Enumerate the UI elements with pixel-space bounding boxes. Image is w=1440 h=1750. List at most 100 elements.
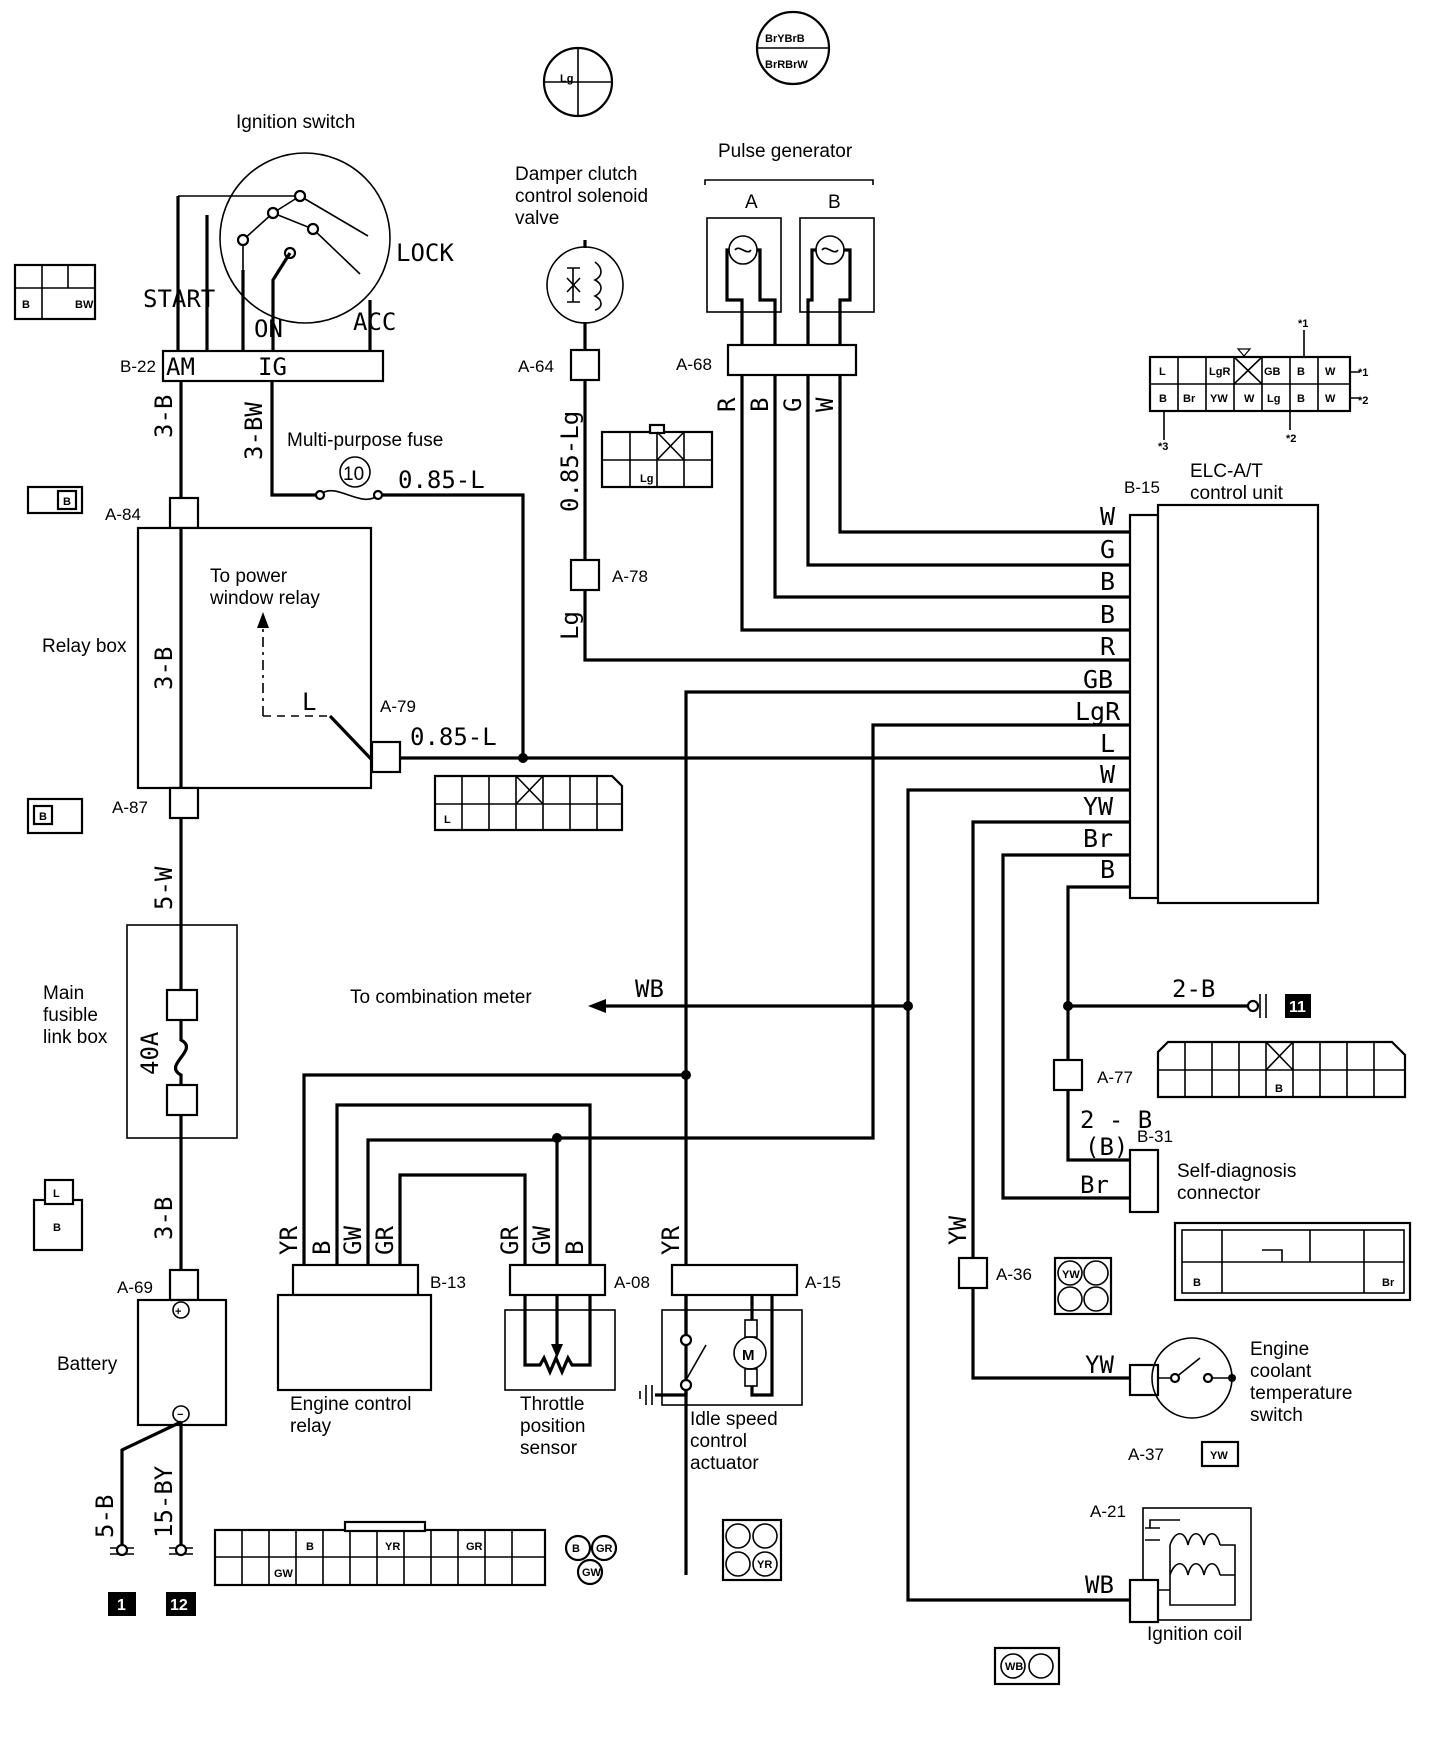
- tps-label-1: Throttle: [520, 1394, 584, 1415]
- svg-text:W: W: [1325, 393, 1336, 405]
- wire-gr-ecr: [398, 1173, 527, 1265]
- pulse-generator-b: [799, 217, 875, 345]
- connector-a77-label: A-77: [1097, 1068, 1133, 1087]
- pulse-wire-r-label: R: [713, 397, 741, 412]
- power-window-label-1: To power: [210, 566, 288, 587]
- damper-clutch-label-1: Damper clutch: [515, 164, 638, 185]
- svg-text:GR: GR: [466, 1541, 483, 1553]
- svg-text:BrYBrB: BrYBrB: [765, 33, 805, 45]
- pulse-generator-label: Pulse generator: [718, 141, 853, 162]
- coolant-switch-label-3: temperature: [1250, 1383, 1352, 1404]
- terminal-ig-label: IG: [258, 353, 287, 381]
- svg-text:B: B: [53, 1222, 61, 1234]
- connector-b31-label: B-31: [1137, 1127, 1173, 1146]
- connector-a69: [168, 1268, 200, 1302]
- wire-lg-label: Lg: [556, 611, 584, 640]
- svg-text:YW: YW: [1062, 1269, 1080, 1281]
- ignition-lock-label: LOCK: [396, 239, 454, 267]
- svg-text:M: M: [742, 1347, 755, 1364]
- svg-text:GW: GW: [582, 1567, 602, 1579]
- wire-relay-box-label: 3-B: [150, 647, 178, 690]
- wire-pulse-g: [806, 375, 1130, 567]
- svg-text:YW: YW: [1210, 393, 1228, 405]
- wire-solenoid-label: 0.85-Lg: [556, 411, 584, 512]
- svg-text:W: W: [1244, 393, 1255, 405]
- pulse-top-connector: BrYBrB BrRBrW: [755, 10, 831, 86]
- connector-a78: [569, 558, 601, 592]
- wire-relay-out-label: 0.85-L: [410, 723, 497, 751]
- ecr-pin-gr: GR: [371, 1226, 399, 1255]
- svg-text:B: B: [1193, 1277, 1201, 1289]
- svg-text:B: B: [1297, 393, 1305, 405]
- wire-diag-b-label: 2 - B: [1080, 1106, 1152, 1134]
- relay-box-label: Relay box: [42, 636, 127, 657]
- terminal-am-label: AM: [166, 353, 195, 381]
- ecu-pin-12: B: [1100, 855, 1115, 884]
- svg-text:GR: GR: [596, 1543, 613, 1555]
- ignition-switch-body: [219, 152, 391, 324]
- isc-label-2: control: [690, 1431, 747, 1452]
- engine-coolant-temperature-switch: [1151, 1337, 1236, 1419]
- isc-connector-face: YR: [721, 1518, 783, 1582]
- svg-text:Lg: Lg: [640, 473, 653, 485]
- wire-ig: [270, 381, 525, 758]
- elc-at-label-2: control unit: [1190, 483, 1284, 504]
- ground-symbol-11: 11: [1246, 994, 1311, 1018]
- coil-connector-face: WB: [993, 1646, 1061, 1686]
- connector-a64-label: A-64: [518, 357, 554, 376]
- a36-connector-face: YW: [1053, 1256, 1113, 1316]
- wire-fuse-out-label: 0.85-L: [398, 466, 485, 494]
- wire-lg-to-ecu: [583, 590, 1130, 662]
- wire-ig-label: 3-BW: [240, 402, 268, 460]
- battery-label: Battery: [57, 1354, 118, 1375]
- ecu-pin-4: B: [1100, 600, 1115, 629]
- ecu-pin-8: L: [1100, 729, 1115, 758]
- wire-diag-b2-label: (B): [1085, 1133, 1128, 1161]
- a37-connector-face: YW: [1200, 1440, 1240, 1468]
- self-diagnosis-connector: [1128, 1148, 1160, 1214]
- fusible-link-label-3: link box: [43, 1027, 108, 1048]
- svg-text:B: B: [1297, 366, 1305, 378]
- ecu-pin-6: GB: [1083, 665, 1113, 694]
- svg-text:+: +: [175, 1306, 181, 1318]
- ground-number-11: 11: [1289, 999, 1306, 1016]
- a69-connector-face: L B: [32, 1178, 84, 1252]
- pulse-wire-w-label: W: [811, 397, 839, 412]
- svg-text:B: B: [1159, 393, 1167, 405]
- ecu-pin-1: W: [1100, 502, 1116, 531]
- svg-text:B: B: [22, 299, 30, 311]
- connector-a84-label: A-84: [105, 505, 141, 524]
- ecu-pin-labels: W G B B R GB LgR L W YW Br B: [1075, 502, 1121, 884]
- relay-box-body: [136, 526, 373, 790]
- b31-connector-face: B Br: [1173, 1221, 1412, 1302]
- self-diagnosis-label-2: connector: [1177, 1183, 1261, 1204]
- svg-text:GB: GB: [1264, 366, 1281, 378]
- battery: + − Battery: [57, 1298, 228, 1427]
- pulse-generator-bracket: [704, 179, 874, 185]
- combination-meter-label: To combination meter: [350, 987, 532, 1008]
- power-window-label-2: window relay: [209, 588, 320, 609]
- wire-battery-ground-12-label: 15-BY: [150, 1465, 178, 1538]
- wire-pulse-b: [773, 375, 1130, 599]
- battery-ground-wires: [120, 1420, 183, 1548]
- connector-b13: [291, 1263, 420, 1297]
- a84-connector-face: B: [26, 485, 84, 515]
- self-diagnosis-label-1: Self-diagnosis: [1177, 1161, 1296, 1182]
- damper-clutch-label-2: control solenoid: [515, 186, 648, 207]
- wire-coolant-vertical-label: YW: [944, 1216, 972, 1245]
- isc-pin-yr: YR: [657, 1226, 685, 1255]
- ecr-pin-b: B: [308, 1241, 336, 1255]
- wire-gw-ecr: [366, 1138, 559, 1265]
- connector-b15-label: B-15: [1124, 478, 1160, 497]
- connector-a36: [957, 1256, 989, 1290]
- multi-purpose-fuse: Multi-purpose fuse 10 0.85-L: [287, 430, 485, 501]
- wire-w-meter: [906, 788, 1130, 1602]
- wire-am-label: 3-B: [150, 395, 178, 438]
- svg-text:WB: WB: [1005, 1661, 1023, 1673]
- connector-a15-label: A-15: [805, 1273, 841, 1292]
- relay-box: 3-B Relay box To power window relay L: [42, 526, 374, 790]
- svg-text:Br: Br: [1183, 393, 1196, 405]
- wire-coil-label: WB: [1085, 1571, 1114, 1599]
- wire-b-ground: [1066, 885, 1130, 1060]
